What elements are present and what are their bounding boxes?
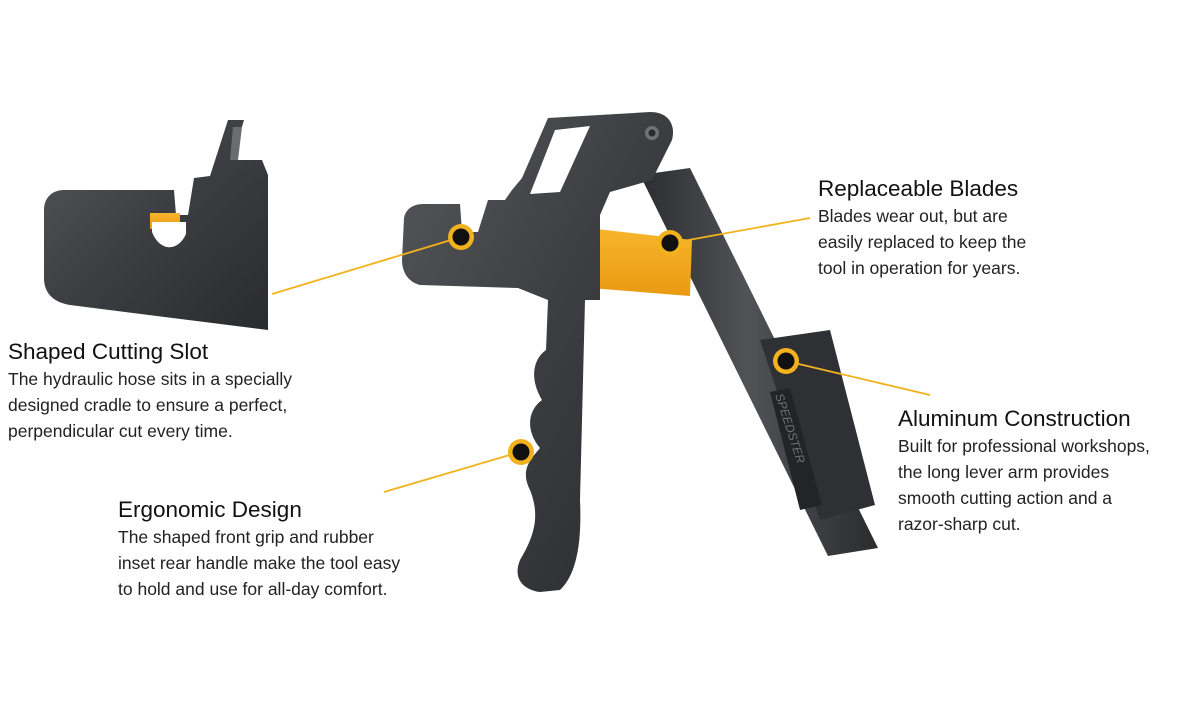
marker-blades [657, 230, 683, 256]
callout-body: The shaped front grip and rubber inset r… [118, 527, 401, 599]
leader-blades [671, 217, 811, 244]
callout-ergonomic-design: Ergonomic Design The shaped front grip a… [118, 496, 468, 602]
leader-slot [271, 236, 462, 295]
callout-body: Built for professional workshops, the lo… [898, 436, 1150, 534]
callout-replaceable-blades: Replaceable Blades Blades wear out, but … [818, 175, 1118, 281]
marker-slot [448, 224, 474, 250]
callout-aluminum-construction: Aluminum Construction Built for professi… [898, 405, 1198, 537]
callout-title: Aluminum Construction [898, 406, 1131, 431]
leader-ergonomic [383, 451, 521, 493]
marker-ergonomic [508, 439, 534, 465]
hanging-hole [530, 126, 590, 194]
callout-body: Blades wear out, but are easily replaced… [818, 206, 1027, 278]
rubber-inset [760, 330, 875, 520]
cutting-slot-inset [44, 120, 268, 330]
leader-lines [271, 217, 931, 493]
callout-title: Ergonomic Design [118, 497, 302, 522]
callout-cutting-slot: Shaped Cutting Slot The hydraulic hose s… [8, 338, 368, 444]
callout-title: Replaceable Blades [818, 176, 1019, 201]
callout-body: The hydraulic hose sits in a specially d… [8, 369, 293, 441]
marker-aluminum [773, 348, 799, 374]
callout-title: Shaped Cutting Slot [8, 339, 209, 364]
lever-arm: SPEEDSTER [640, 168, 878, 556]
leader-aluminum [785, 360, 931, 396]
